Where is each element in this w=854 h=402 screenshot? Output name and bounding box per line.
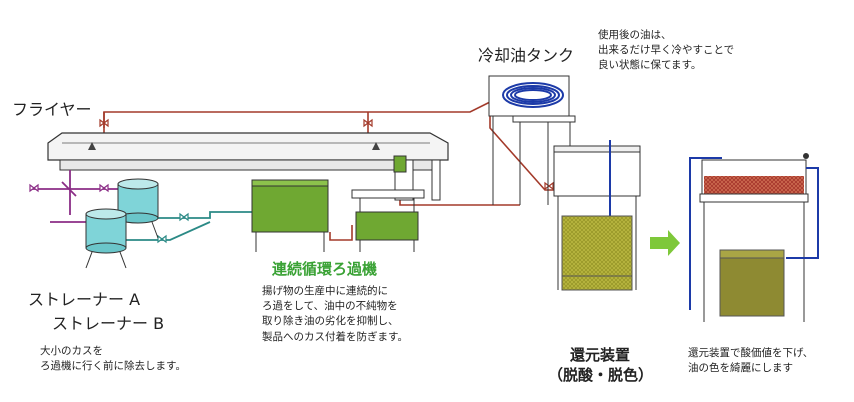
- oil-pipes: [103, 101, 560, 241]
- cooling-note: 使用後の油は、 出来るだけ早く冷やすことで 良い状態に保てます。: [598, 29, 735, 72]
- filter-machine: [251, 155, 425, 252]
- strainer-b-label: ストレーナー B: [52, 314, 165, 333]
- reducer-title: 還元装置 （脱酸・脱色）: [548, 346, 654, 384]
- cooling-tank: [488, 75, 576, 205]
- transition-arrow: [650, 230, 680, 256]
- strainer-a: [117, 178, 159, 239]
- filter-note: 揚げ物の生産中に連続的に ろ過をして、油中の不純物を 取り除き油の劣化を抑制し、…: [262, 285, 408, 343]
- strainer-b: [85, 208, 127, 269]
- cooling-tank-label: 冷却油タンク: [478, 46, 575, 65]
- fryer-valves: [99, 118, 554, 191]
- strainer-a-label: ストレーナー A: [28, 290, 141, 309]
- drain-valves: [29, 183, 109, 193]
- fryer-label: フライヤー: [12, 100, 92, 119]
- reducer-note: 還元装置で酸価値を下げ、 油の色を綺麗にします: [688, 347, 814, 375]
- strainer-note: 大小のカスを ろ過機に行く前に除去します。: [40, 345, 186, 373]
- reducer-unit: [553, 140, 641, 291]
- filter-title: 連続循環ろ過機: [272, 260, 378, 278]
- reducer-unit-after: [689, 153, 819, 322]
